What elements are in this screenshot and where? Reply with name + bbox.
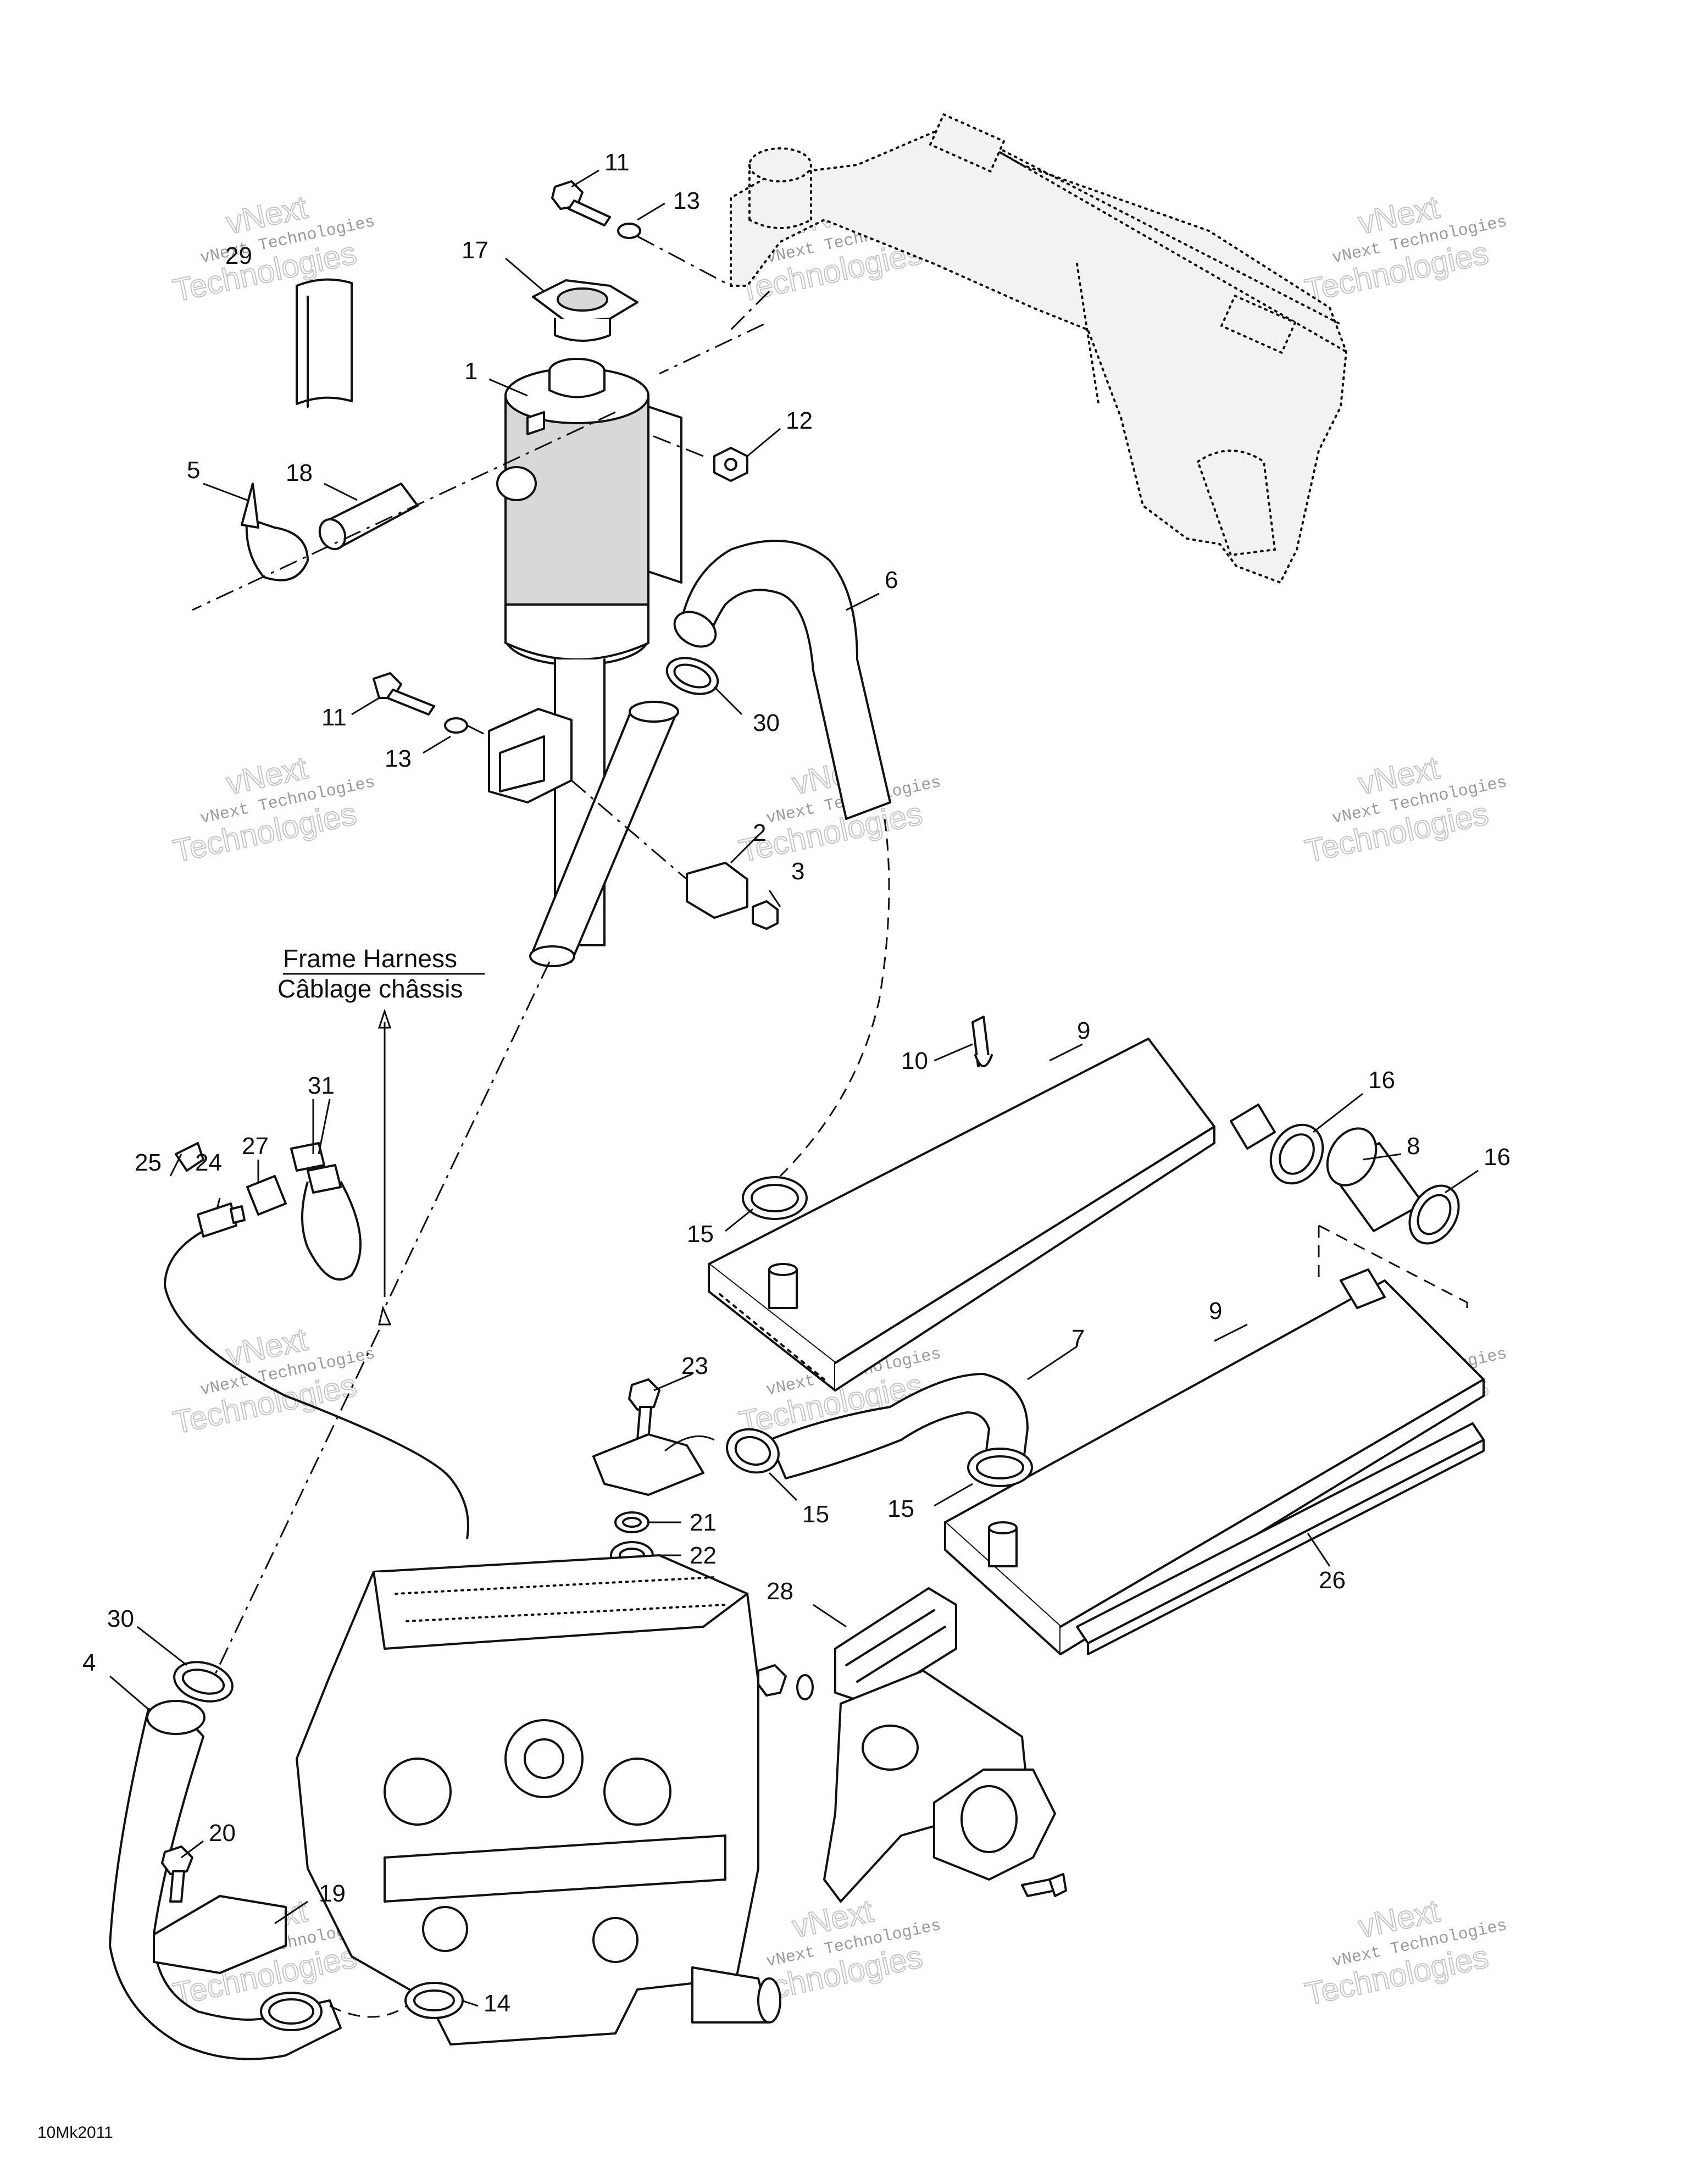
clamp-15-mid [726,1428,780,1474]
clamp-16-right [1408,1184,1460,1245]
clip-29 [296,278,353,408]
harness-wire [301,1181,362,1281]
rail-26 [1076,1422,1485,1655]
watermark-top-right: vNext vNext Technologies Technologies [1302,189,1509,309]
bolt-top [551,180,641,239]
bracket-28 [834,1587,957,1705]
callout-11-top: 11 [604,149,630,176]
gasket-21 [614,1511,649,1533]
callout-15-lower: 15 [887,1495,914,1522]
callout-16-right: 16 [1484,1144,1511,1171]
callout-11-mid: 11 [321,704,347,731]
clamp-15-upper [742,1176,808,1220]
callout-13-mid: 13 [385,745,412,772]
callout-leaders [109,169,1479,2007]
radiator-cap [532,279,638,342]
callout-29: 29 [225,242,252,269]
callout-9-lower: 9 [1209,1298,1222,1324]
sensor-25 [175,1142,204,1172]
callout-27: 27 [242,1133,269,1160]
sensor-wire [163,1230,469,1539]
callout-1: 1 [464,358,477,385]
callout-8: 8 [1407,1133,1420,1160]
callout-10: 10 [901,1047,928,1074]
sensor-24 [197,1202,246,1238]
mount-bolt [1021,1873,1067,1897]
callout-24: 24 [195,1149,222,1176]
watermark-bottom-right: vNext vNext Technologies Technologies [1302,1892,1509,2013]
hose-8 [1326,1127,1424,1232]
clamp-14 [404,1982,464,2019]
callout-16-left: 16 [1368,1067,1395,1094]
bolt-mid [373,672,468,734]
callout-5: 5 [187,457,200,484]
connection-bracket [1318,1224,1468,1308]
nut-block-2 [686,862,748,919]
mount-nut [757,1664,814,1700]
hose-18 [318,483,419,551]
hose-4 [109,1700,342,2060]
callout-30-lower: 30 [107,1605,134,1632]
callout-30-top: 30 [753,709,780,736]
connection-lines [192,235,890,2018]
hose-6 [673,540,891,820]
bolt-20 [161,1845,193,1903]
callout-3: 3 [791,858,804,885]
frame-harness-label: Frame Harness Câblage châssis [277,944,485,1003]
figure-id: 10Mk2011 [37,2124,113,2142]
hose-7 [768,1373,1029,1479]
callout-15-mid: 15 [802,1501,829,1528]
callout-21: 21 [690,1509,717,1536]
callout-23: 23 [681,1352,708,1379]
harness-label-english: Frame Harness [283,944,457,973]
callout-9-upper: 9 [1077,1017,1090,1044]
watermark-mid1-left: vNext vNext Technologies Technologies [170,749,377,869]
callout-12: 12 [786,407,813,434]
frame-ghost [730,113,1348,584]
thermostat-cover [592,1433,704,1496]
bolt-23 [628,1378,660,1441]
callout-numbers: 1 2 3 4 5 6 7 8 9 9 10 11 11 12 13 13 14… [82,149,1511,2017]
clamp-5 [241,483,309,581]
callout-25: 25 [135,1149,162,1176]
clamp-16-left [1269,1123,1324,1185]
engine-block [296,1554,781,2046]
engine-mount-bracket [933,1769,1056,1881]
nut-12 [713,447,748,482]
callout-17: 17 [462,237,488,264]
callout-2: 2 [753,819,766,846]
callout-14: 14 [484,1990,510,2017]
reservoir-outlet-pipe [529,701,679,967]
callout-7: 7 [1071,1325,1085,1352]
callout-26: 26 [1319,1567,1346,1594]
clamp-15-lower-right [967,1448,1033,1487]
callout-20: 20 [209,1820,236,1847]
nut-3 [752,900,779,930]
callout-6: 6 [885,567,898,594]
callout-28: 28 [767,1578,793,1605]
clamp-30-lower [173,1661,234,1703]
callout-31: 31 [308,1072,335,1099]
harness-label-french: Câblage châssis [277,974,463,1003]
watermark-mid1-right: vNext vNext Technologies Technologies [1302,749,1509,869]
callout-22: 22 [690,1542,717,1569]
connector-31 [290,1142,342,1194]
callout-18: 18 [286,459,313,486]
bracket-mount [488,708,573,803]
callout-4: 4 [82,1649,96,1676]
bracket-19 [153,1895,287,1974]
connector-27 [246,1175,287,1216]
bleeder-10 [971,1016,993,1067]
callout-19: 19 [319,1880,346,1907]
radiator-upper [708,1038,1276,1392]
clamp-30-top [665,657,719,695]
callout-13-top: 13 [673,187,700,214]
callout-15-upper: 15 [687,1221,714,1248]
